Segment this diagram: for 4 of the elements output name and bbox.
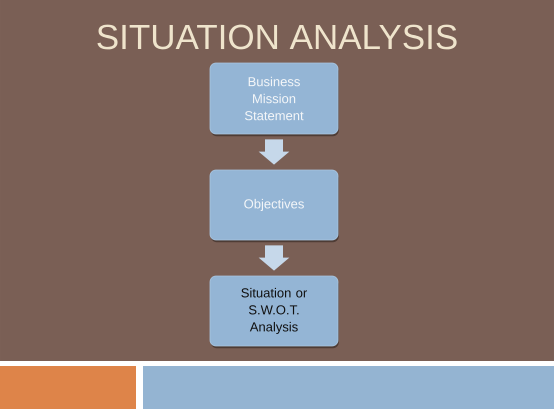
process-box: Objectives — [210, 170, 339, 242]
title: SITUATION ANALYSIS — [97, 24, 457, 50]
process-box: Business Mission Statement — [210, 62, 339, 136]
process-box: Situation or S.W.O.T. Analysis — [210, 276, 339, 348]
